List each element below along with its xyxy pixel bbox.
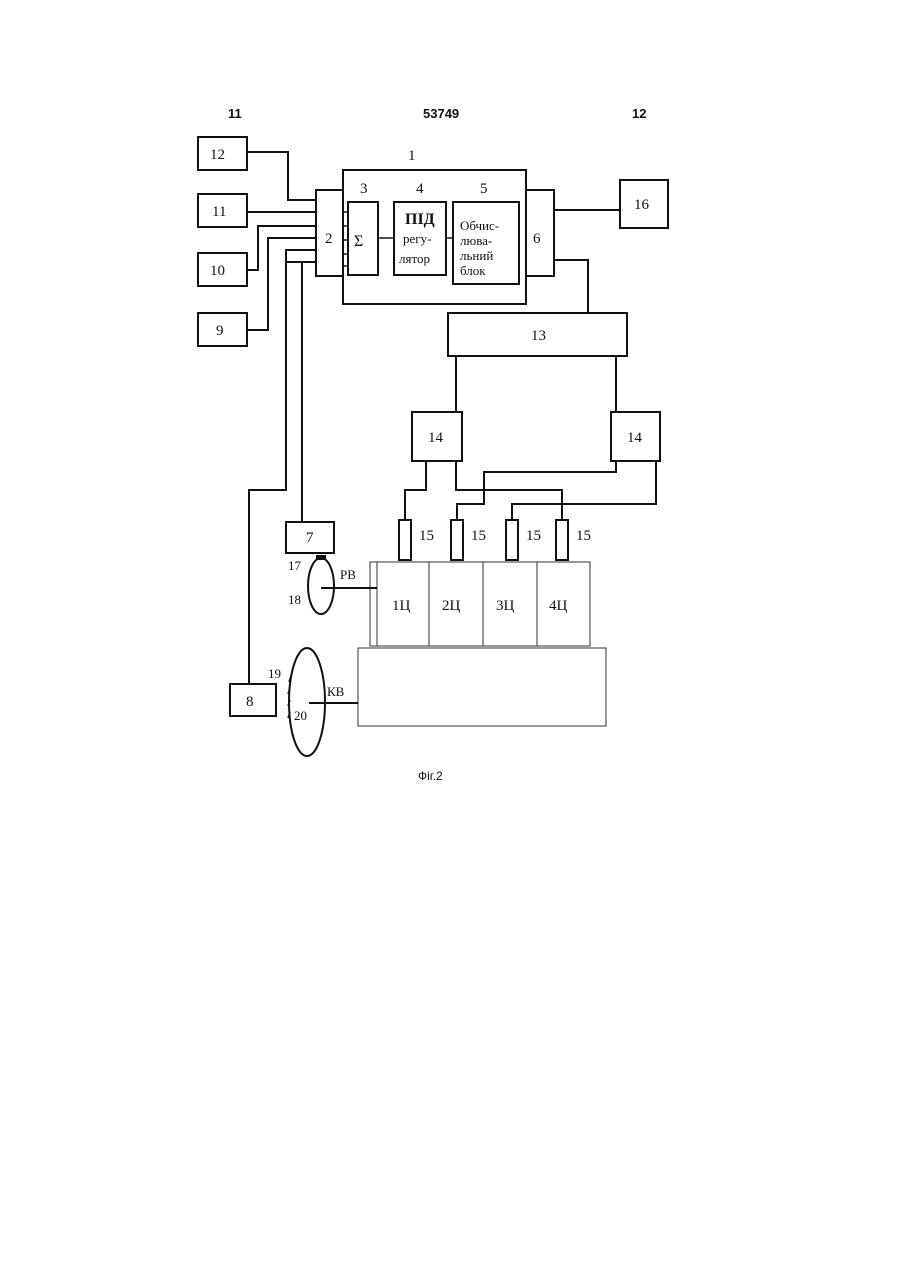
header-right: 12 [632,106,646,121]
controller-block-1-label: 1 [408,148,416,164]
calc-line1: Обчис- [460,218,499,233]
injector-3 [506,520,518,560]
crank-shaft-label: КВ [327,684,345,699]
wire-10-to-2 [247,226,316,270]
injector-4 [556,520,568,560]
computing-block-5-label: 5 [480,181,488,197]
pid-line2: регу- [403,231,431,246]
cylinder-2-label: 2Ц [442,598,461,614]
calc-line3: льний [460,248,493,263]
injector-4-label: 15 [576,528,591,544]
pid-regulator-4-label: 4 [416,181,424,197]
header-patent-number: 53749 [423,106,459,121]
amplifier-block-14-right-label: 14 [627,430,643,446]
output-interface-6-label: 6 [533,231,541,247]
sensor-block-9-label: 9 [216,323,224,339]
summator-3-label: 3 [360,181,368,197]
cam-wheel [308,558,334,614]
injector-1-label: 15 [419,528,434,544]
wire-12-to-2 [247,152,316,200]
input-interface-2-label: 2 [325,231,333,247]
sigma-symbol: Σ [354,233,363,250]
figure-caption: Фіг.2 [418,769,443,783]
injector-2-label: 15 [471,528,486,544]
cam-wheel-label-17: 17 [288,558,302,573]
crank-wheel-label-19: 19 [268,666,281,681]
wire-6-to-13 [554,260,588,313]
amplifier-block-14-left-label: 14 [428,430,444,446]
engine-block [358,648,606,726]
cylinder-3-label: 3Ц [496,598,515,614]
display-block-16-label: 16 [634,197,650,213]
calc-line2: люва- [460,233,492,248]
header-left: 11 [228,106,242,121]
sensor-block-11-label: 11 [212,204,226,220]
cylinder-4-label: 4Ц [549,598,568,614]
injector-3-label: 15 [526,528,541,544]
calc-line4: блок [460,263,486,278]
cam-shaft-label: РВ [340,567,356,582]
sensor-block-10-label: 10 [210,263,225,279]
wire-bus-to-2 [286,250,316,262]
cylinder-1-label: 1Ц [392,598,411,614]
cam-sensor-block-7-label: 7 [306,530,314,546]
cam-wheel-tooth [316,555,326,560]
driver-block-13-label: 13 [531,328,546,344]
wire-14l-to-inj4 [456,461,562,520]
crank-sensor-block-8-label: 8 [246,694,254,710]
injector-2 [451,520,463,560]
sensor-block-12-label: 12 [210,147,225,163]
crank-wheel-label-20: 20 [294,708,307,723]
injector-1 [399,520,411,560]
wire-14l-to-inj1 [405,461,426,520]
pid-line1: ПІД [405,211,435,228]
cam-wheel-label-18: 18 [288,592,301,607]
pid-line3: лятор [399,251,430,266]
